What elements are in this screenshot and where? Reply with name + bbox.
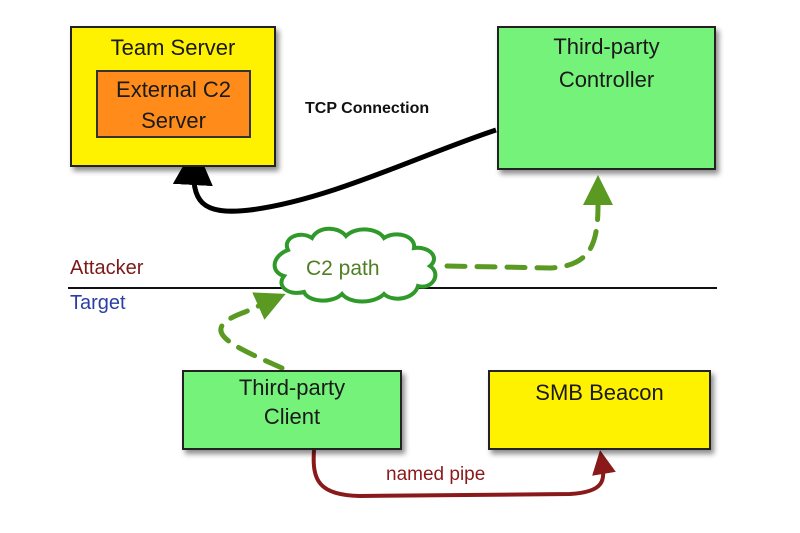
client-to-c2-arrow [218, 292, 286, 371]
third-party-controller-box: Third-party Controller [497, 26, 716, 170]
smb-beacon-box: SMB Beacon [488, 370, 711, 450]
named-pipe-arrow [311, 449, 616, 499]
attacker-zone-label: Attacker [70, 257, 144, 279]
controller-label-line1: Third-party [553, 34, 660, 59]
external-c2-server-box: External C2 Server [96, 70, 251, 138]
team-server-label: Team Server [110, 35, 236, 60]
client-label-line1: Third-party [238, 375, 346, 400]
c2-to-controller-arrow [444, 175, 613, 271]
third-party-client-box: Third-party Client [182, 370, 402, 450]
external-c2-server-label-line2: Server [141, 108, 206, 133]
target-zone-label: Target [70, 292, 126, 314]
smb-beacon-label: SMB Beacon [535, 380, 664, 405]
tcp-connection-arrow [172, 127, 497, 214]
tcp-connection-label: TCP Connection [305, 100, 430, 117]
team-server-box: Team Server External C2 Server [70, 26, 276, 167]
client-label-line2: Client [263, 404, 321, 429]
external-c2-server-label-line1: External C2 [116, 77, 231, 102]
named-pipe-label: named pipe [386, 464, 486, 485]
controller-label-line2: Controller [558, 67, 655, 92]
c2-path-label: C2 path [306, 257, 380, 280]
c2-path-cloud [272, 226, 438, 304]
